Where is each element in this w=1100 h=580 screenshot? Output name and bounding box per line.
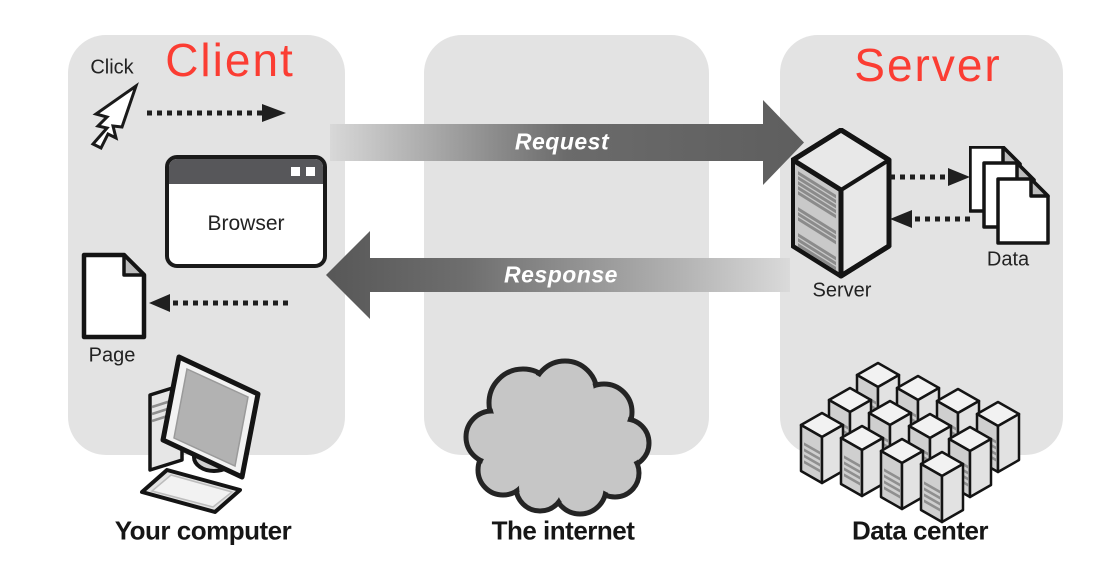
- page-label: Page: [88, 344, 136, 367]
- cursor-icon: [90, 82, 139, 151]
- server-title: Server: [854, 39, 1002, 91]
- data-label: Data: [986, 248, 1030, 271]
- window-button-icon: [306, 167, 315, 176]
- response-arrow: [326, 231, 790, 319]
- datacenter-icon: [799, 361, 1021, 524]
- computer-icon: [140, 354, 261, 514]
- server-to-data-dotted-arrow: [890, 168, 970, 186]
- click-dotted-arrow: [147, 104, 286, 122]
- server-caption: Data center: [851, 515, 989, 546]
- browser-window-icon: Browser: [165, 155, 327, 268]
- request-arrow: [330, 100, 804, 185]
- server-small-label: Server: [812, 279, 872, 302]
- client-title: Client: [165, 34, 295, 86]
- browser-label: Browser: [207, 212, 285, 235]
- client-caption: Your computer: [114, 515, 292, 546]
- server-tower-icon: [791, 128, 892, 279]
- page-icon: [81, 252, 147, 340]
- request-label: Request: [514, 128, 610, 155]
- internet-caption: The internet: [491, 515, 635, 546]
- data-to-server-dotted-arrow: [890, 210, 972, 228]
- cloud-icon: [463, 358, 652, 517]
- documents-icon: [969, 146, 1050, 245]
- window-button-icon: [291, 167, 300, 176]
- page-dotted-arrow: [149, 294, 289, 312]
- click-label: Click: [90, 56, 134, 79]
- response-label: Response: [504, 261, 618, 288]
- browser-titlebar: [169, 159, 323, 184]
